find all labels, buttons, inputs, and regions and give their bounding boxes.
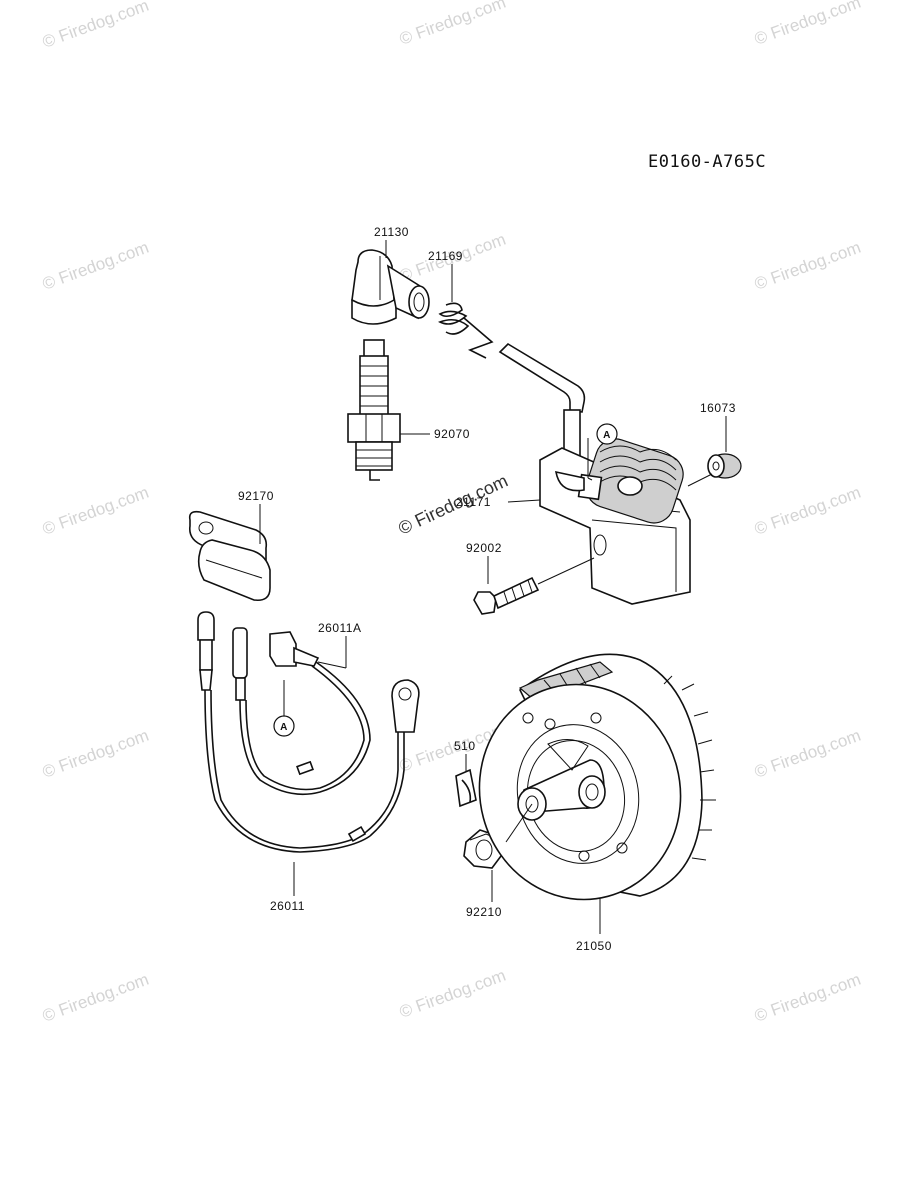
watermark: © Firedog.com xyxy=(397,966,508,1022)
callout-a-coil: A xyxy=(596,423,618,445)
key-drawing xyxy=(455,768,477,808)
callout-letter: A xyxy=(603,430,611,441)
watermark: © Firedog.com xyxy=(752,483,863,539)
watermark: © Firedog.com xyxy=(752,0,863,49)
spark-plug-drawing xyxy=(347,339,401,481)
part-number-92210: 92210 xyxy=(466,905,502,919)
watermark-layer: © Firedog.com © Firedog.com © Firedog.co… xyxy=(40,0,863,1026)
callout-letter: A xyxy=(280,722,288,733)
callout-a-wire: A xyxy=(273,715,295,737)
watermark: © Firedog.com xyxy=(40,726,151,782)
part-number-16073: 16073 xyxy=(700,401,736,415)
lead-wires-drawing xyxy=(197,611,420,853)
part-number-21050: 21050 xyxy=(576,939,612,953)
part-number-510: 510 xyxy=(454,739,476,753)
watermark: © Firedog.com xyxy=(752,238,863,294)
bolt-drawing xyxy=(473,557,595,615)
watermark: © Firedog.com xyxy=(40,0,151,52)
part-number-92170: 92170 xyxy=(238,489,274,503)
part-number-92002: 92002 xyxy=(466,541,502,555)
part-number-26011A: 26011A xyxy=(318,621,361,635)
part-number-21171: 21171 xyxy=(456,495,491,509)
part-number-21169: 21169 xyxy=(428,249,463,263)
flywheel-drawing xyxy=(478,653,716,901)
watermark: © Firedog.com xyxy=(40,238,151,294)
part-number-92070: 92070 xyxy=(434,427,470,441)
diagram-code: E0160-A765C xyxy=(648,152,767,172)
watermark: © Firedog.com xyxy=(40,483,151,539)
part-number-26011: 26011 xyxy=(270,899,305,913)
watermark: © Firedog.com xyxy=(397,0,508,49)
clamp-drawing xyxy=(188,510,271,602)
ignition-coil-drawing xyxy=(539,438,691,605)
part-number-21130: 21130 xyxy=(374,225,409,239)
spring-drawing xyxy=(437,302,494,359)
grommet-drawing xyxy=(707,453,742,479)
part-labels: 21130 21169 92070 16073 21171 92002 9217… xyxy=(238,225,736,953)
watermark: © Firedog.com xyxy=(395,470,511,538)
leader-lines xyxy=(259,240,727,934)
watermark: © Firedog.com xyxy=(752,726,863,782)
plug-cap-drawing xyxy=(351,249,430,325)
watermark: © Firedog.com xyxy=(40,970,151,1026)
watermark: © Firedog.com xyxy=(752,970,863,1026)
